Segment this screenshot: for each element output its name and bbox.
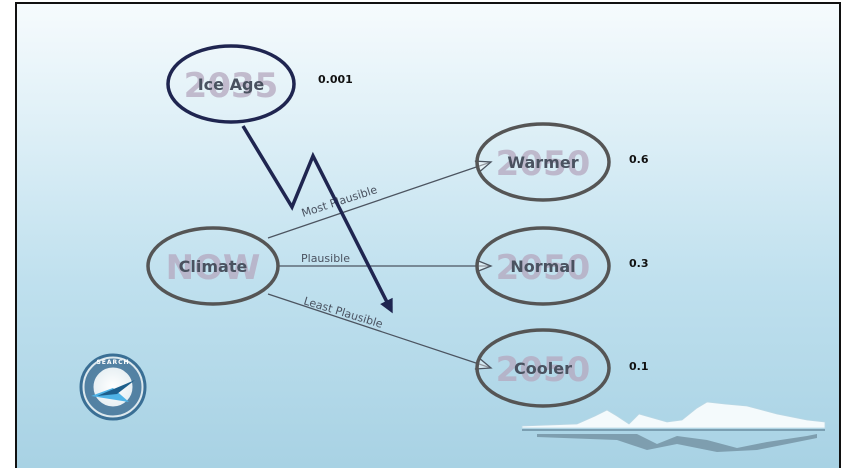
node-ice-age: 2035 Ice Age — [166, 44, 296, 124]
node-normal-year: 2050 — [496, 248, 591, 288]
node-normal: 2050 Normal — [475, 226, 611, 306]
scenario-diagram: Most Plausible Plausible Least Plausible… — [79, 44, 826, 452]
search-logo-icon: SEARCH — [79, 353, 147, 421]
edge-label-least-plausible: Least Plausible — [302, 294, 384, 330]
node-warmer-year: 2050 — [496, 144, 591, 184]
node-climate: NOW Climate — [146, 226, 280, 306]
edge-most-plausible — [267, 160, 493, 239]
node-cooler-year: 2050 — [496, 350, 591, 390]
logo-text: SEARCH — [96, 359, 129, 366]
node-climate-year: NOW — [166, 248, 261, 288]
edge-label-plausible: Plausible — [301, 252, 350, 265]
edge-label-most-plausible: Most Plausible — [300, 183, 379, 220]
node-ice-age-year: 2035 — [184, 66, 279, 106]
node-warmer-label: Warmer — [507, 153, 578, 172]
node-climate-label: Climate — [179, 257, 248, 276]
edge-least-plausible — [267, 293, 493, 370]
node-warmer: 2050 Warmer — [475, 122, 611, 202]
node-normal-label: Normal — [510, 257, 575, 276]
node-cooler-label: Cooler — [514, 359, 572, 378]
prob-ice-age: 0.001 — [318, 73, 353, 86]
prob-cooler: 0.1 — [629, 360, 649, 373]
slide: Most Plausible Plausible Least Plausible… — [15, 2, 841, 468]
prob-warmer: 0.6 — [629, 153, 649, 166]
iceberg-icon — [521, 401, 826, 452]
prob-normal: 0.3 — [629, 257, 649, 270]
node-cooler: 2050 Cooler — [475, 328, 611, 408]
node-ice-age-label: Ice Age — [198, 75, 265, 94]
lightning-arrow — [241, 125, 393, 314]
